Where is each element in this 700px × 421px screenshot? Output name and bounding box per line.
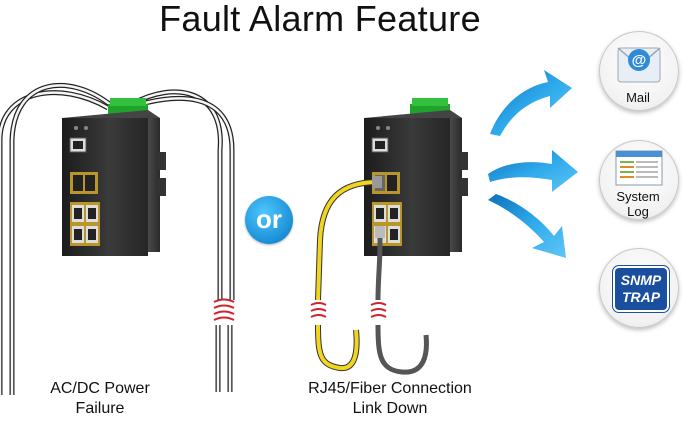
alert-arrow-top xyxy=(490,70,572,136)
cable-cut-mark-rj45 xyxy=(370,302,387,318)
link-down-caption: RJ45/Fiber Connection Link Down xyxy=(290,379,490,419)
cable-cut-mark-left xyxy=(213,298,235,321)
power-failure-line2: Failure xyxy=(75,400,125,417)
page-title: Fault Alarm Feature xyxy=(159,0,481,39)
snmp-trap-icon: SNMP TRAP xyxy=(613,266,669,312)
alert-arrow-middle xyxy=(488,150,578,192)
power-failure-line1: AC/DC Power xyxy=(50,380,150,397)
system-log-alert-badge xyxy=(599,140,679,220)
trap-label: TRAP xyxy=(621,289,661,305)
mail-alert-badge: @ xyxy=(599,31,679,111)
svg-text:@: @ xyxy=(632,52,647,69)
fiber-cable-yellow xyxy=(315,176,382,372)
power-failure-caption: AC/DC Power Failure xyxy=(15,379,185,419)
or-connector: or xyxy=(245,196,293,244)
mail-label: Mail xyxy=(626,90,650,105)
system-log-icon xyxy=(615,150,663,186)
cable-cut-mark-fiber xyxy=(310,302,327,318)
snmp-label: SNMP xyxy=(620,272,662,288)
system-log-label-line1: System xyxy=(616,189,660,204)
industrial-switch-right xyxy=(364,98,468,256)
power-cables xyxy=(0,83,235,395)
industrial-switch-left xyxy=(62,98,166,256)
snmp-trap-alert-badge: SNMP TRAP xyxy=(599,248,679,328)
mail-icon: @ xyxy=(617,47,661,83)
link-down-line2: Link Down xyxy=(352,400,428,417)
rj45-cable-gray xyxy=(375,226,429,375)
link-down-line1: RJ45/Fiber Connection xyxy=(308,380,472,397)
system-log-label-line2: Log xyxy=(627,204,649,219)
alert-arrow-bottom xyxy=(488,194,566,258)
